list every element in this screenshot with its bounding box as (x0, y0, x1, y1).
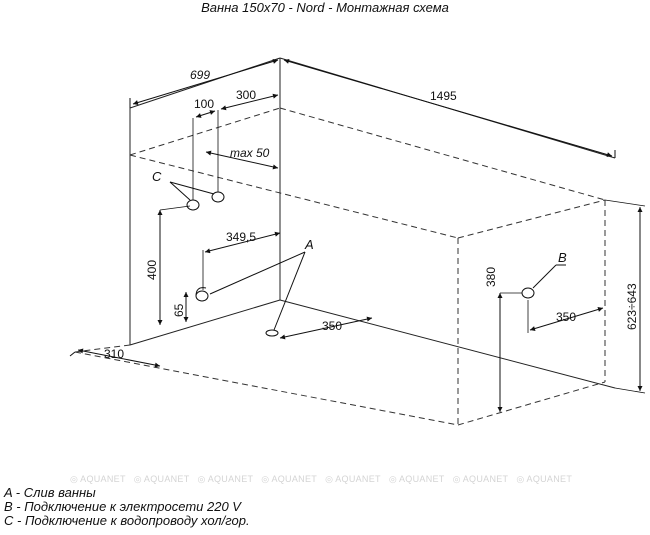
watermark: AQUANET (516, 474, 572, 485)
legend-item-b: B - Подключение к электросети 220 V (4, 499, 241, 514)
watermark: AQUANET (453, 474, 509, 485)
dim-349-5-label: 349,5 (226, 230, 256, 244)
dim-350-left-label: 350 (322, 319, 342, 333)
watermark-row: AQUANET AQUANET AQUANET AQUANET AQUANET … (70, 474, 572, 485)
marker-b: B (558, 250, 567, 265)
dimension-350-left: 350 (279, 316, 373, 340)
drain-outlet: A (195, 237, 314, 337)
dimension-max50: max 50 (205, 146, 279, 170)
dimension-1495: 1495 (283, 59, 616, 158)
watermark: AQUANET (389, 474, 445, 485)
dim-65-label: 65 (172, 303, 186, 317)
dimension-65: 65 (172, 292, 189, 322)
watermark: AQUANET (325, 474, 381, 485)
dimension-310: 310 (69, 347, 161, 368)
dim-623-643-label: 623÷643 (625, 283, 639, 330)
watermark: AQUANET (198, 474, 254, 485)
installation-scheme: 699 100 300 1495 max 50 C 400 349,5 (69, 57, 646, 426)
dimension-623-643: 623÷643 (604, 199, 646, 394)
watermark: AQUANET (261, 474, 317, 485)
dim-400-label: 400 (145, 260, 159, 280)
legend: A - Слив ванны B - Подключение к электро… (4, 486, 250, 528)
water-inlet-pipes: C (152, 169, 225, 211)
dimension-100-300: 100 300 (192, 88, 279, 200)
legend-item-c: C - Подключение к водопроводу хол/гор. (4, 513, 250, 528)
dim-350-right-label: 350 (556, 310, 576, 324)
dim-100-label: 100 (194, 97, 214, 111)
marker-c: C (152, 169, 162, 184)
legend-item-a: A - Слив ванны (4, 485, 96, 500)
dimension-400: 400 (145, 205, 191, 325)
dimension-380: 380 (484, 267, 524, 412)
watermark: AQUANET (134, 474, 190, 485)
watermark: AQUANET (70, 474, 126, 485)
dimension-349-5: 349,5 (202, 230, 281, 290)
diagram-title: Ванна 150x70 - Nord - Монтажная схема (201, 0, 449, 15)
dimension-699: 699 (129, 59, 279, 108)
dim-699-label: 699 (190, 68, 210, 82)
dim-310-label: 310 (104, 347, 124, 361)
dim-1495-label: 1495 (430, 89, 457, 103)
dim-300-label: 300 (236, 88, 256, 102)
dim-380-label: 380 (484, 267, 498, 287)
electrical-connection: B (521, 250, 567, 299)
marker-a: A (304, 237, 314, 252)
dim-max50-label: max 50 (230, 146, 270, 160)
dimension-350-right: 350 (527, 300, 604, 333)
